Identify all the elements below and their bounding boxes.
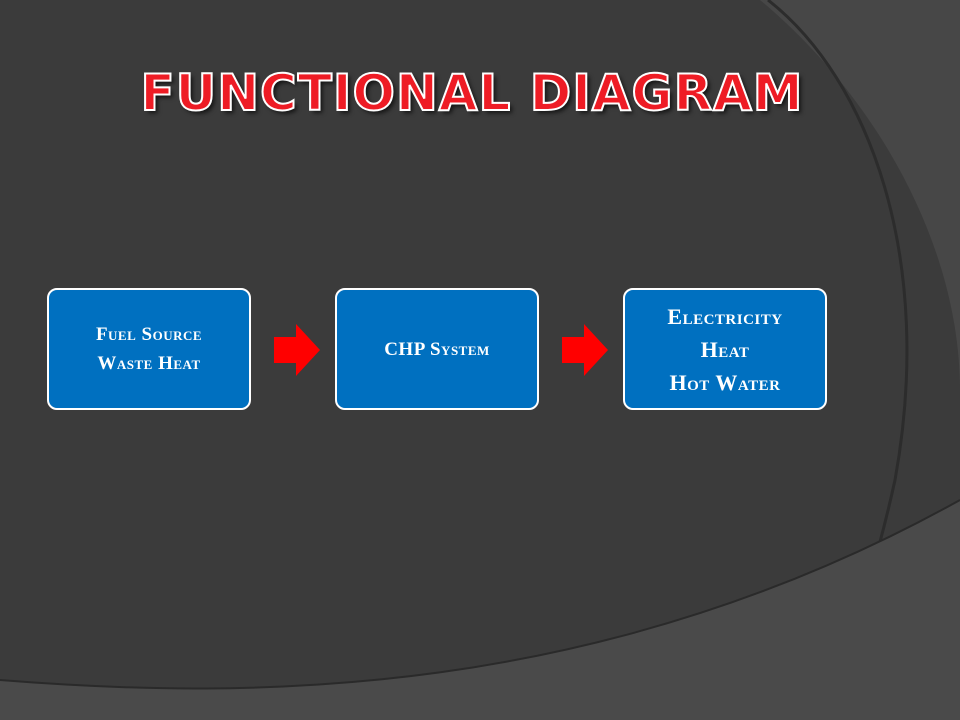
- box-1-line-2: Waste Heat: [97, 353, 201, 374]
- box-1-line-1: Fuel Source: [95, 324, 203, 345]
- box-3-line-2: Heat: [700, 336, 750, 362]
- box-3-line-1: Electricity: [667, 303, 783, 329]
- slide-title: FUNCTIONAL DIAGRAM: [139, 63, 804, 123]
- background-swoosh-edge: [0, 499, 960, 690]
- box-2-line-1: CHP System: [384, 338, 490, 360]
- background-swoosh-bottom: [0, 500, 960, 720]
- fuel-source-box: Fuel Source Waste Heat: [47, 288, 251, 410]
- right-arrow-icon: [562, 324, 608, 376]
- box-3-line-3: Hot Water: [669, 369, 781, 395]
- right-arrow-icon: [274, 324, 320, 376]
- outputs-box: Electricity Heat Hot Water: [623, 288, 827, 410]
- chp-system-box: CHP System: [335, 288, 539, 410]
- background-arc-top-right: [760, 0, 960, 390]
